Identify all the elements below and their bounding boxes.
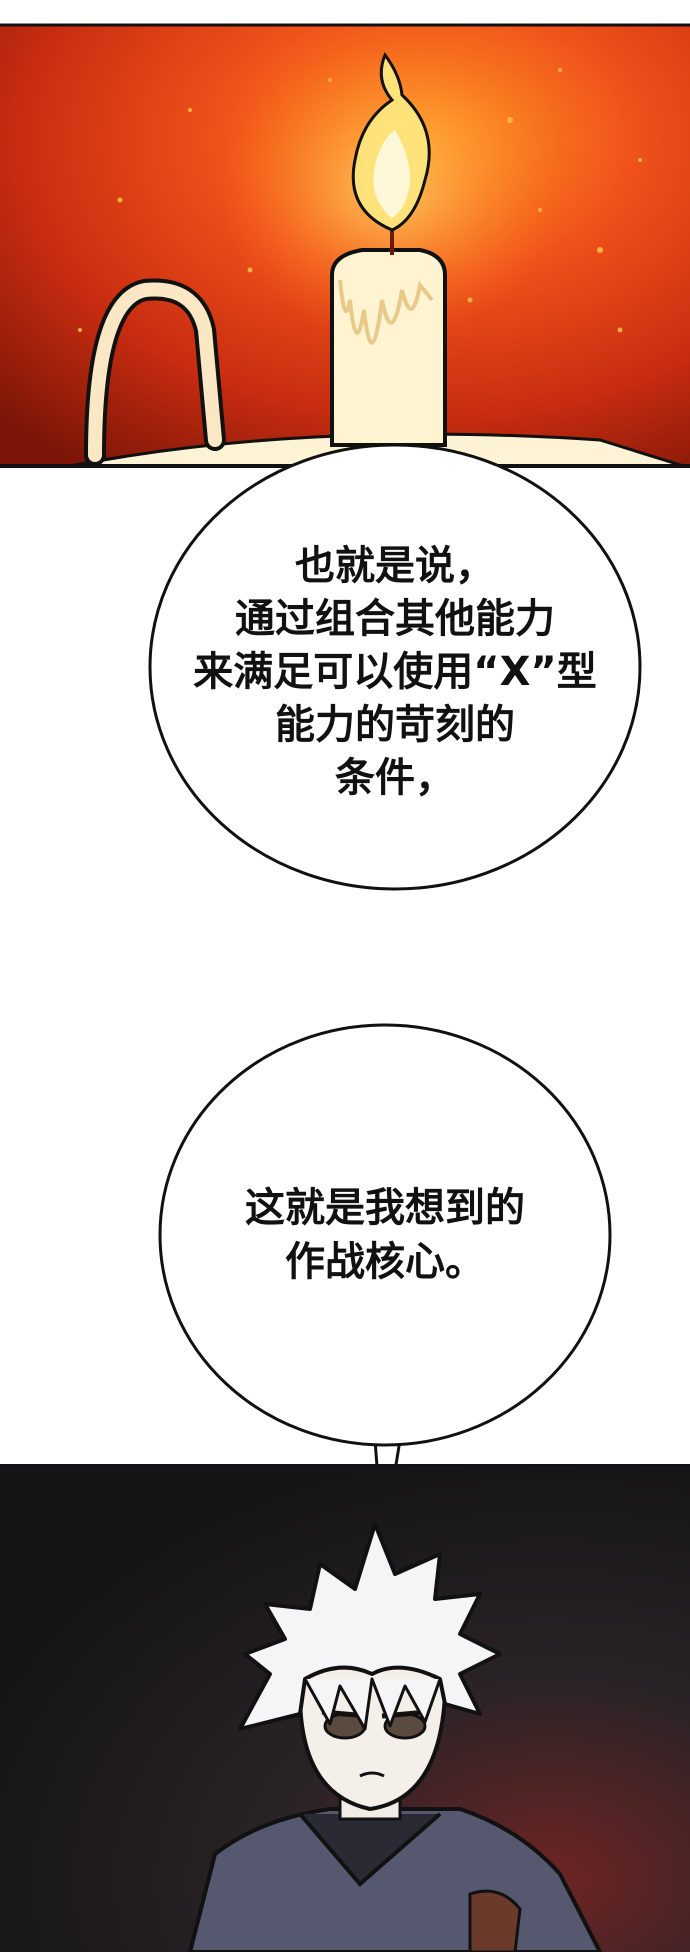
white-hair bbox=[238, 1522, 502, 1731]
bubble-2-line-1: 这就是我想到的 bbox=[245, 1185, 525, 1231]
bubble-1-line-3: 来满足可以使用“X”型 bbox=[193, 649, 597, 695]
ember-particles bbox=[78, 68, 642, 333]
bubble-1-line-1: 也就是说， bbox=[295, 543, 495, 589]
character-panel bbox=[0, 1464, 690, 1952]
bubble-1-line-4: 能力的苛刻的 bbox=[275, 702, 515, 748]
speech-bubble-1: 也就是说， 通过组合其他能力 来满足可以使用“X”型 能力的苛刻的 条件， bbox=[145, 440, 645, 895]
flame-core bbox=[373, 130, 411, 218]
candle-body bbox=[330, 248, 447, 447]
top-gutter bbox=[0, 0, 690, 24]
bubble-2-line-2: 作战核心。 bbox=[285, 1239, 485, 1285]
bubble-2-text: 这就是我想到的 作战核心。 bbox=[155, 1020, 615, 1450]
mouth bbox=[359, 1771, 385, 1778]
candle-panel bbox=[0, 0, 690, 468]
bubble-1-line-5: 条件， bbox=[335, 755, 455, 801]
bubble-1-line-2: 通过组合其他能力 bbox=[235, 596, 555, 642]
candle-illustration bbox=[0, 0, 690, 468]
wax-drips bbox=[338, 279, 434, 345]
white-haired-boy-illustration bbox=[0, 1464, 690, 1952]
candle-holder-handle bbox=[88, 282, 222, 462]
stain bbox=[468, 1889, 522, 1952]
collar bbox=[298, 1812, 442, 1887]
hair-bangs bbox=[303, 1677, 442, 1731]
bubble-1-text: 也就是说， 通过组合其他能力 来满足可以使用“X”型 能力的苛刻的 条件， bbox=[145, 440, 645, 895]
